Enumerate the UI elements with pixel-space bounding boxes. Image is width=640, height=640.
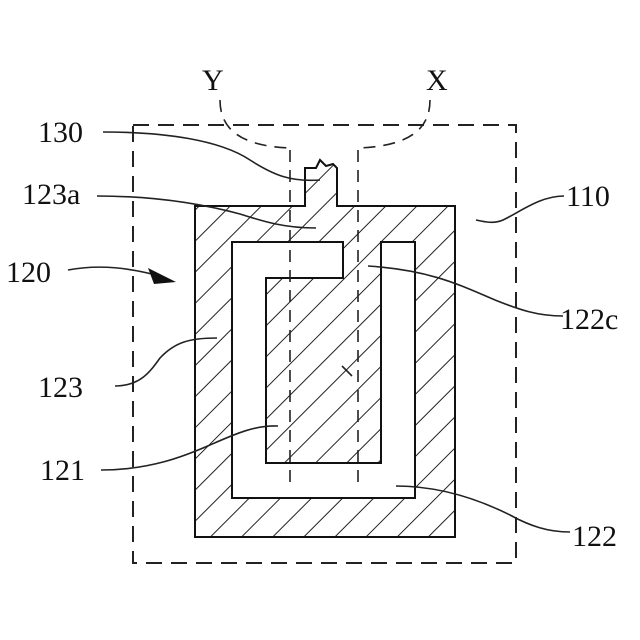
section-curve-y — [220, 100, 290, 148]
label-x: X — [426, 64, 448, 97]
label-120: 120 — [6, 256, 51, 289]
label-122c: 122c — [560, 303, 618, 336]
arrow-head-120 — [148, 268, 176, 284]
label-123a: 123a — [22, 178, 80, 211]
leader-130 — [103, 132, 320, 180]
leader-122c — [368, 266, 563, 316]
label-110: 110 — [566, 180, 610, 213]
label-y: Y — [202, 64, 224, 97]
label-130: 130 — [38, 116, 83, 149]
leader-110 — [476, 196, 564, 222]
leader-121 — [101, 426, 278, 470]
label-123: 123 — [38, 371, 83, 404]
hatched-conductor — [195, 160, 455, 537]
label-121: 121 — [40, 454, 85, 487]
leader-120 — [68, 267, 160, 276]
label-122: 122 — [572, 520, 617, 553]
